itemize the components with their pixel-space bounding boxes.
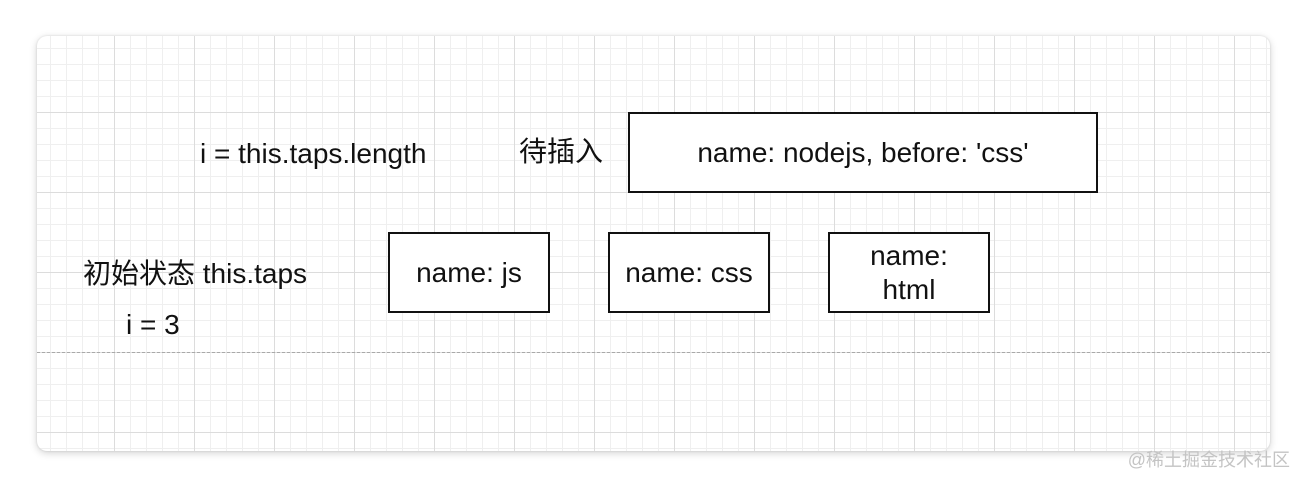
tap-box-html: name: html <box>828 232 990 313</box>
diagram-canvas: i = this.taps.length 待插入 name: nodejs, b… <box>37 36 1270 451</box>
tap-box-css: name: css <box>608 232 770 313</box>
watermark-text: @稀土掘金技术社区 <box>1127 450 1290 470</box>
dashed-divider <box>37 352 1270 353</box>
initial-index-label: i = 3 <box>126 309 180 340</box>
initial-state-label: 初始状态 this.taps <box>83 258 308 289</box>
pending-tap-box: name: nodejs, before: 'css' <box>628 112 1098 193</box>
index-length-label: i = this.taps.length <box>200 138 427 169</box>
pending-insert-label: 待插入 <box>519 136 604 167</box>
tap-box-js: name: js <box>388 232 550 313</box>
